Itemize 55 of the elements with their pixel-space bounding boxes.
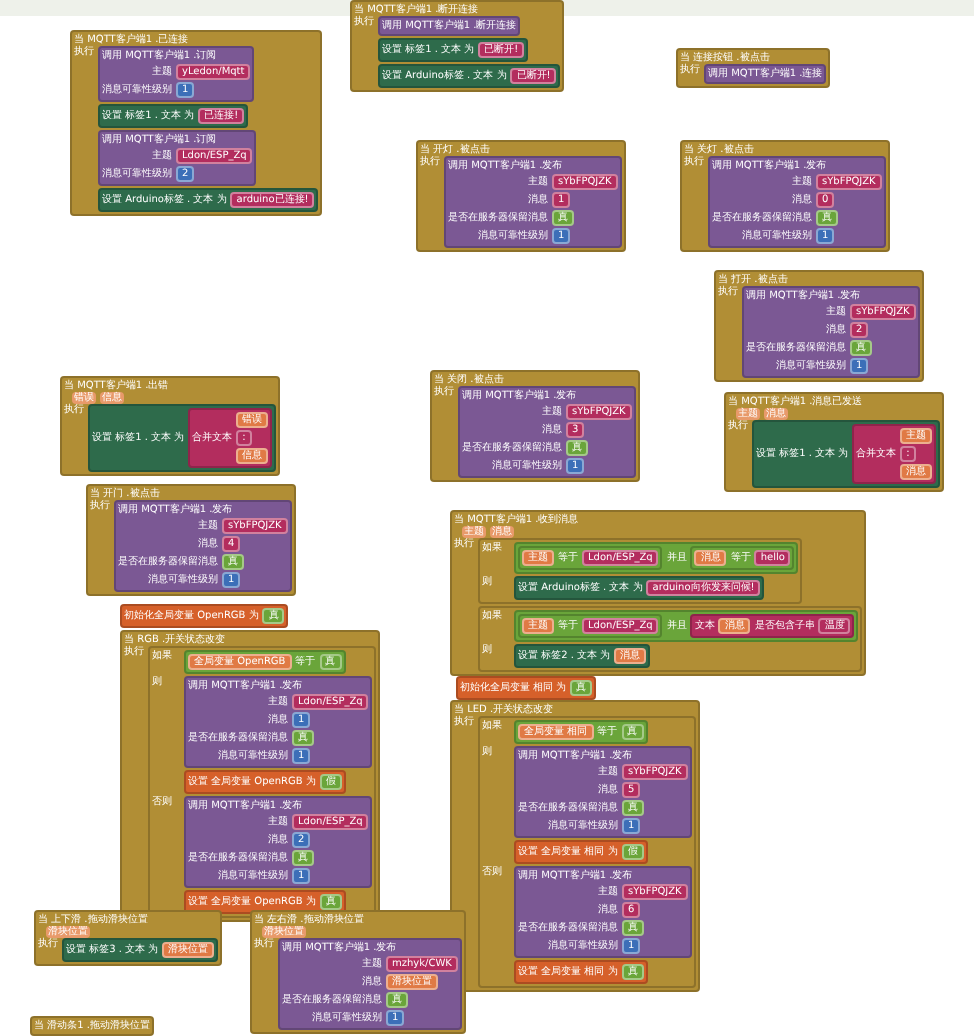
event-block — [60, 376, 281, 476]
event-block — [714, 270, 924, 382]
event-block — [724, 392, 945, 492]
join-text-block — [188, 408, 273, 468]
comparison-block — [514, 720, 648, 744]
event-block — [120, 630, 381, 922]
event-block — [430, 370, 640, 482]
property-setter-block — [752, 420, 941, 488]
property-setter-block — [62, 938, 219, 962]
method-call-block — [278, 938, 462, 1030]
property-setter-block — [98, 188, 319, 212]
event-block — [676, 48, 831, 88]
global-variable-block — [456, 676, 597, 700]
if-block — [478, 538, 803, 604]
property-setter-block — [88, 404, 277, 472]
property-setter-block — [378, 38, 529, 62]
variable-setter-block — [514, 960, 648, 984]
if-block — [478, 716, 696, 988]
variable-setter-block — [514, 840, 648, 864]
comparison-block — [514, 542, 799, 574]
event-block — [250, 910, 466, 1034]
method-call-block — [184, 676, 373, 768]
event-block — [70, 30, 323, 216]
method-call-block — [514, 866, 692, 958]
method-call-block — [98, 46, 255, 102]
event-block — [86, 484, 296, 596]
join-text-block — [852, 424, 937, 484]
comparison-block — [518, 614, 663, 638]
event-block — [450, 510, 867, 676]
event-block — [416, 140, 626, 252]
property-setter-block — [514, 576, 765, 600]
event-block — [450, 700, 700, 992]
property-setter-block — [98, 104, 249, 128]
comparison-block — [514, 610, 859, 642]
if-block — [478, 606, 863, 672]
event-block — [680, 140, 890, 252]
method-call-block — [98, 130, 257, 186]
comparison-block — [690, 546, 795, 570]
property-setter-block — [514, 644, 651, 668]
if-block — [148, 646, 377, 918]
method-call-block — [114, 500, 292, 592]
text-contains-block — [690, 614, 855, 638]
property-setter-block — [378, 64, 561, 88]
comparison-block — [518, 546, 663, 570]
method-call-block — [514, 746, 692, 838]
method-call-block — [444, 156, 622, 248]
comparison-block — [184, 650, 346, 674]
method-call-block — [184, 796, 373, 888]
method-call-block — [708, 156, 886, 248]
global-variable-block — [120, 604, 289, 628]
variable-setter-block — [184, 770, 346, 794]
event-block — [350, 0, 565, 92]
event-block — [34, 910, 223, 966]
method-call-block — [458, 386, 636, 478]
method-call-block — [742, 286, 920, 378]
